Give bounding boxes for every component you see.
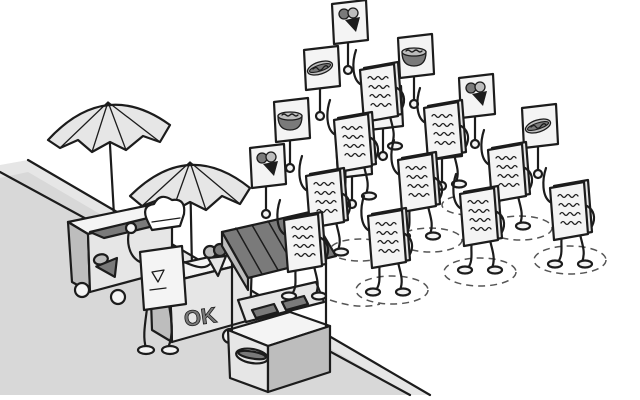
umbrella-left [46,101,172,217]
stall-sign-text: OK [182,302,218,331]
protest-crowd [248,0,596,301]
cart-hotdog-icon [235,347,269,365]
ground-shadows [329,194,607,307]
